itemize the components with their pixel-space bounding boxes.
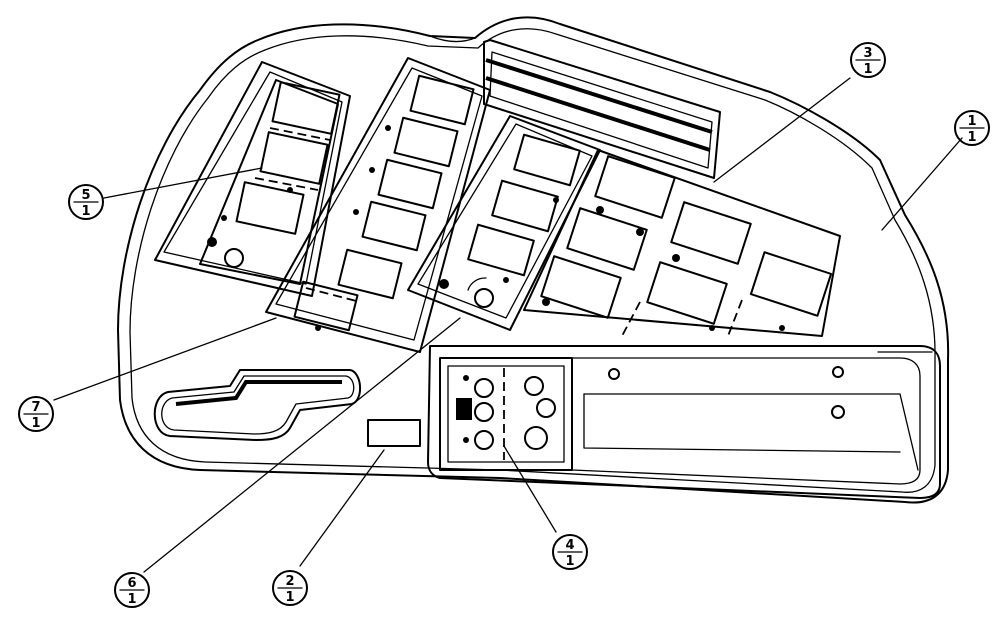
rocker-switch — [670, 201, 752, 265]
rocker-switch — [513, 133, 581, 187]
knob — [474, 402, 494, 422]
knob — [474, 430, 494, 450]
callout-sheet: 1 — [31, 416, 40, 431]
callout-number: 5 — [81, 188, 90, 203]
switch-block-3 — [523, 149, 841, 337]
callout-bubble — [552, 534, 588, 570]
callout-bubble — [18, 396, 54, 432]
leader-line-2 — [299, 449, 385, 567]
callout-number: 3 — [863, 46, 872, 61]
leader-line-5 — [103, 167, 263, 199]
callout-sheet: 1 — [565, 554, 574, 569]
switch-panel-6 — [407, 115, 601, 331]
callout-number: 1 — [967, 114, 976, 129]
callout-sheet: 1 — [285, 590, 294, 605]
callout-1: 1 1 — [954, 110, 990, 146]
switch-panel-7 — [265, 57, 491, 353]
rocker-switch — [259, 131, 329, 185]
leader-line-4 — [503, 445, 557, 533]
callout-bubble — [68, 184, 104, 220]
leader-line-6 — [143, 317, 461, 573]
rocker-switch — [361, 200, 427, 252]
callout-number: 6 — [127, 576, 136, 591]
rocker-switch — [594, 155, 676, 219]
top-handle-bar — [483, 39, 721, 179]
rocker-switch — [749, 251, 833, 317]
control-panel-4 — [439, 357, 573, 471]
rocker-switch — [393, 116, 459, 168]
callout-sheet: 1 — [863, 62, 872, 77]
callout-7: 7 1 — [18, 396, 54, 432]
leader-line-3 — [713, 77, 851, 183]
callout-sheet: 1 — [127, 592, 136, 607]
callout-sheet: 1 — [967, 130, 976, 145]
callout-3: 3 1 — [850, 42, 886, 78]
callout-bubble — [272, 570, 308, 606]
knob — [524, 376, 544, 396]
knob — [474, 288, 494, 308]
leader-line-7 — [53, 317, 277, 401]
knob — [524, 426, 548, 450]
switch-panel-5 — [154, 61, 351, 297]
rocker-switch — [646, 261, 728, 325]
callout-4: 4 1 — [552, 534, 588, 570]
callout-5: 5 1 — [68, 184, 104, 220]
rocker-switch — [271, 81, 341, 135]
rocker-switch — [540, 255, 622, 319]
callout-number: 7 — [31, 400, 40, 415]
rocker-switch — [467, 223, 535, 277]
leader-line-1 — [881, 137, 963, 231]
label-plate — [367, 419, 421, 447]
grab-handle-recess — [153, 369, 361, 441]
rocker-switch — [491, 179, 559, 233]
rocker-switch — [566, 207, 648, 271]
callout-number: 4 — [565, 538, 574, 553]
callout-bubble — [954, 110, 990, 146]
callout-bubble — [114, 572, 150, 608]
callout-bubble — [850, 42, 886, 78]
rocker-switch — [235, 181, 305, 235]
knob — [224, 248, 244, 268]
callout-6: 6 1 — [114, 572, 150, 608]
rocker-switch — [377, 158, 443, 210]
callout-number: 2 — [285, 574, 294, 589]
callout-sheet: 1 — [81, 204, 90, 219]
knob — [536, 398, 556, 418]
rocker-switch — [337, 248, 403, 300]
rocker-switch — [293, 280, 359, 332]
knob — [474, 378, 494, 398]
rocker-switch — [409, 74, 475, 126]
leader-lines — [53, 77, 963, 573]
callout-2: 2 1 — [272, 570, 308, 606]
storage-tray — [427, 345, 941, 499]
